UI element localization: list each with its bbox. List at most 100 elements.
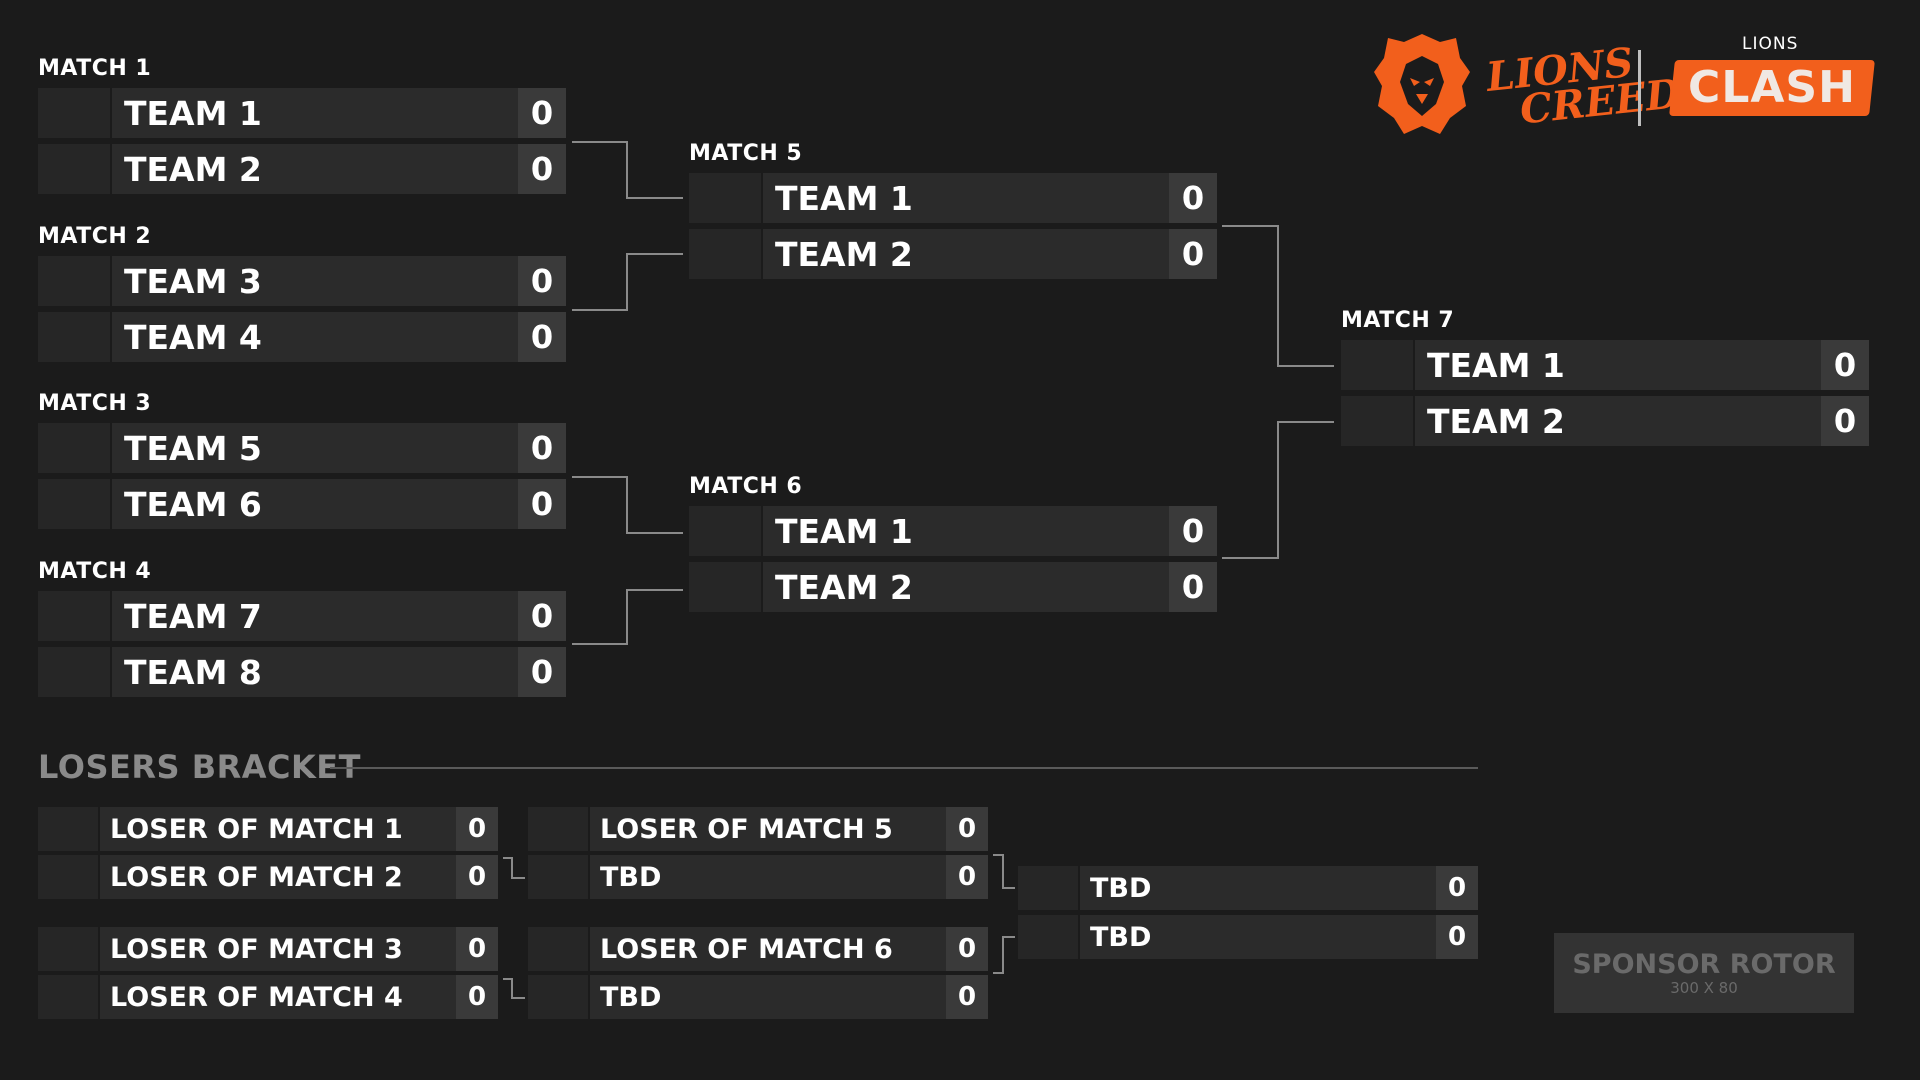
match-2-label: MATCH 2 bbox=[38, 224, 152, 249]
lion-head-icon bbox=[1374, 34, 1470, 134]
team-name: TEAM 4 bbox=[124, 317, 262, 357]
connector-lr1a bbox=[503, 857, 525, 879]
team-score: 0 bbox=[946, 975, 988, 1019]
losers-bracket-title: LOSERS BRACKET bbox=[38, 748, 361, 786]
match-2-team-b-row[interactable]: TEAM 4 0 bbox=[38, 312, 566, 362]
losers-r1b-team-b-row[interactable]: LOSER OF MATCH 4 0 bbox=[38, 975, 498, 1019]
team-seed-slot bbox=[38, 312, 112, 362]
match-2-team-a-row[interactable]: TEAM 3 0 bbox=[38, 256, 566, 306]
losers-final-team-a-row[interactable]: TBD 0 bbox=[1018, 866, 1478, 910]
team-seed-slot bbox=[38, 423, 112, 473]
team-seed-slot bbox=[38, 975, 100, 1019]
team-name: TEAM 5 bbox=[124, 428, 262, 468]
event-title: CLASH bbox=[1688, 62, 1856, 113]
losers-r2a-team-a-row[interactable]: LOSER OF MATCH 5 0 bbox=[528, 807, 988, 851]
connector-lr1b bbox=[503, 978, 525, 999]
logo-separator bbox=[1638, 50, 1641, 126]
losers-r1b-team-a-row[interactable]: LOSER OF MATCH 3 0 bbox=[38, 927, 498, 971]
match-5-team-b-row[interactable]: TEAM 2 0 bbox=[689, 229, 1217, 279]
match-4-team-b-row[interactable]: TEAM 8 0 bbox=[38, 647, 566, 697]
team-name: TEAM 1 bbox=[775, 178, 913, 218]
team-name: LOSER OF MATCH 6 bbox=[600, 933, 893, 965]
losers-bracket-divider bbox=[330, 767, 1478, 769]
match-3-team-b-row[interactable]: TEAM 6 0 bbox=[38, 479, 566, 529]
losers-r1a-team-b-row[interactable]: LOSER OF MATCH 2 0 bbox=[38, 855, 498, 899]
team-seed-slot bbox=[38, 88, 112, 138]
team-name: TEAM 6 bbox=[124, 484, 262, 524]
team-score: 0 bbox=[1436, 915, 1478, 959]
connector-m4-m6 bbox=[572, 589, 683, 645]
team-name: TEAM 2 bbox=[775, 567, 913, 607]
connector-m3-m6 bbox=[572, 476, 683, 534]
team-name: TEAM 2 bbox=[124, 149, 262, 189]
team-name: TEAM 1 bbox=[124, 93, 262, 133]
team-score: 0 bbox=[518, 256, 566, 306]
team-score: 0 bbox=[518, 647, 566, 697]
sponsor-rotor: SPONSOR ROTOR 300 X 80 bbox=[1554, 933, 1854, 1013]
losers-r2b-team-b-row[interactable]: TBD 0 bbox=[528, 975, 988, 1019]
team-name: TBD bbox=[1090, 872, 1152, 904]
match-4-team-a-row[interactable]: TEAM 7 0 bbox=[38, 591, 566, 641]
losers-r2b-team-a-row[interactable]: LOSER OF MATCH 6 0 bbox=[528, 927, 988, 971]
losers-r2a-team-b-row[interactable]: TBD 0 bbox=[528, 855, 988, 899]
team-score: 0 bbox=[456, 807, 498, 851]
team-name: TBD bbox=[1090, 921, 1152, 953]
team-score: 0 bbox=[1169, 229, 1217, 279]
team-name: TBD bbox=[600, 981, 662, 1013]
connector-lr2a bbox=[993, 854, 1015, 889]
losers-r1a-team-a-row[interactable]: LOSER OF MATCH 1 0 bbox=[38, 807, 498, 851]
team-name: TEAM 2 bbox=[1427, 401, 1565, 441]
losers-final-team-b-row[interactable]: TBD 0 bbox=[1018, 915, 1478, 959]
team-seed-slot bbox=[528, 855, 590, 899]
team-name: LOSER OF MATCH 2 bbox=[110, 861, 403, 893]
team-score: 0 bbox=[946, 807, 988, 851]
match-6-team-b-row[interactable]: TEAM 2 0 bbox=[689, 562, 1217, 612]
team-seed-slot bbox=[38, 647, 112, 697]
match-3-team-a-row[interactable]: TEAM 5 0 bbox=[38, 423, 566, 473]
team-score: 0 bbox=[518, 423, 566, 473]
sponsor-title: SPONSOR ROTOR bbox=[1572, 949, 1836, 980]
team-score: 0 bbox=[1169, 173, 1217, 223]
team-score: 0 bbox=[1169, 562, 1217, 612]
team-score: 0 bbox=[518, 88, 566, 138]
team-name: TEAM 3 bbox=[124, 261, 262, 301]
team-seed-slot bbox=[38, 927, 100, 971]
team-seed-slot bbox=[528, 807, 590, 851]
team-name: LOSER OF MATCH 1 bbox=[110, 813, 403, 845]
connector-m1-m5 bbox=[572, 141, 683, 199]
team-seed-slot bbox=[689, 562, 763, 612]
team-score: 0 bbox=[946, 927, 988, 971]
team-score: 0 bbox=[456, 975, 498, 1019]
match-1-team-b-row[interactable]: TEAM 2 0 bbox=[38, 144, 566, 194]
team-seed-slot bbox=[528, 927, 590, 971]
team-seed-slot bbox=[38, 855, 100, 899]
team-seed-slot bbox=[38, 144, 112, 194]
match-5-team-a-row[interactable]: TEAM 1 0 bbox=[689, 173, 1217, 223]
team-score: 0 bbox=[456, 855, 498, 899]
match-7-team-a-row[interactable]: TEAM 1 0 bbox=[1341, 340, 1869, 390]
team-seed-slot bbox=[38, 591, 112, 641]
team-seed-slot bbox=[1018, 866, 1080, 910]
match-7-team-b-row[interactable]: TEAM 2 0 bbox=[1341, 396, 1869, 446]
match-5-label: MATCH 5 bbox=[689, 141, 803, 166]
team-seed-slot bbox=[689, 506, 763, 556]
team-seed-slot bbox=[689, 173, 763, 223]
team-score: 0 bbox=[1821, 340, 1869, 390]
team-name: TEAM 1 bbox=[1427, 345, 1565, 385]
team-seed-slot bbox=[528, 975, 590, 1019]
team-seed-slot bbox=[1018, 915, 1080, 959]
team-score: 0 bbox=[518, 479, 566, 529]
team-name: TEAM 7 bbox=[124, 596, 262, 636]
match-6-team-a-row[interactable]: TEAM 1 0 bbox=[689, 506, 1217, 556]
team-score: 0 bbox=[456, 927, 498, 971]
connector-lr2b bbox=[993, 936, 1015, 974]
team-score: 0 bbox=[518, 312, 566, 362]
team-name: TEAM 2 bbox=[775, 234, 913, 274]
match-1-team-a-row[interactable]: TEAM 1 0 bbox=[38, 88, 566, 138]
team-score: 0 bbox=[1169, 506, 1217, 556]
team-name: LOSER OF MATCH 4 bbox=[110, 981, 403, 1013]
team-score: 0 bbox=[518, 144, 566, 194]
team-score: 0 bbox=[1821, 396, 1869, 446]
team-name: LOSER OF MATCH 5 bbox=[600, 813, 893, 845]
